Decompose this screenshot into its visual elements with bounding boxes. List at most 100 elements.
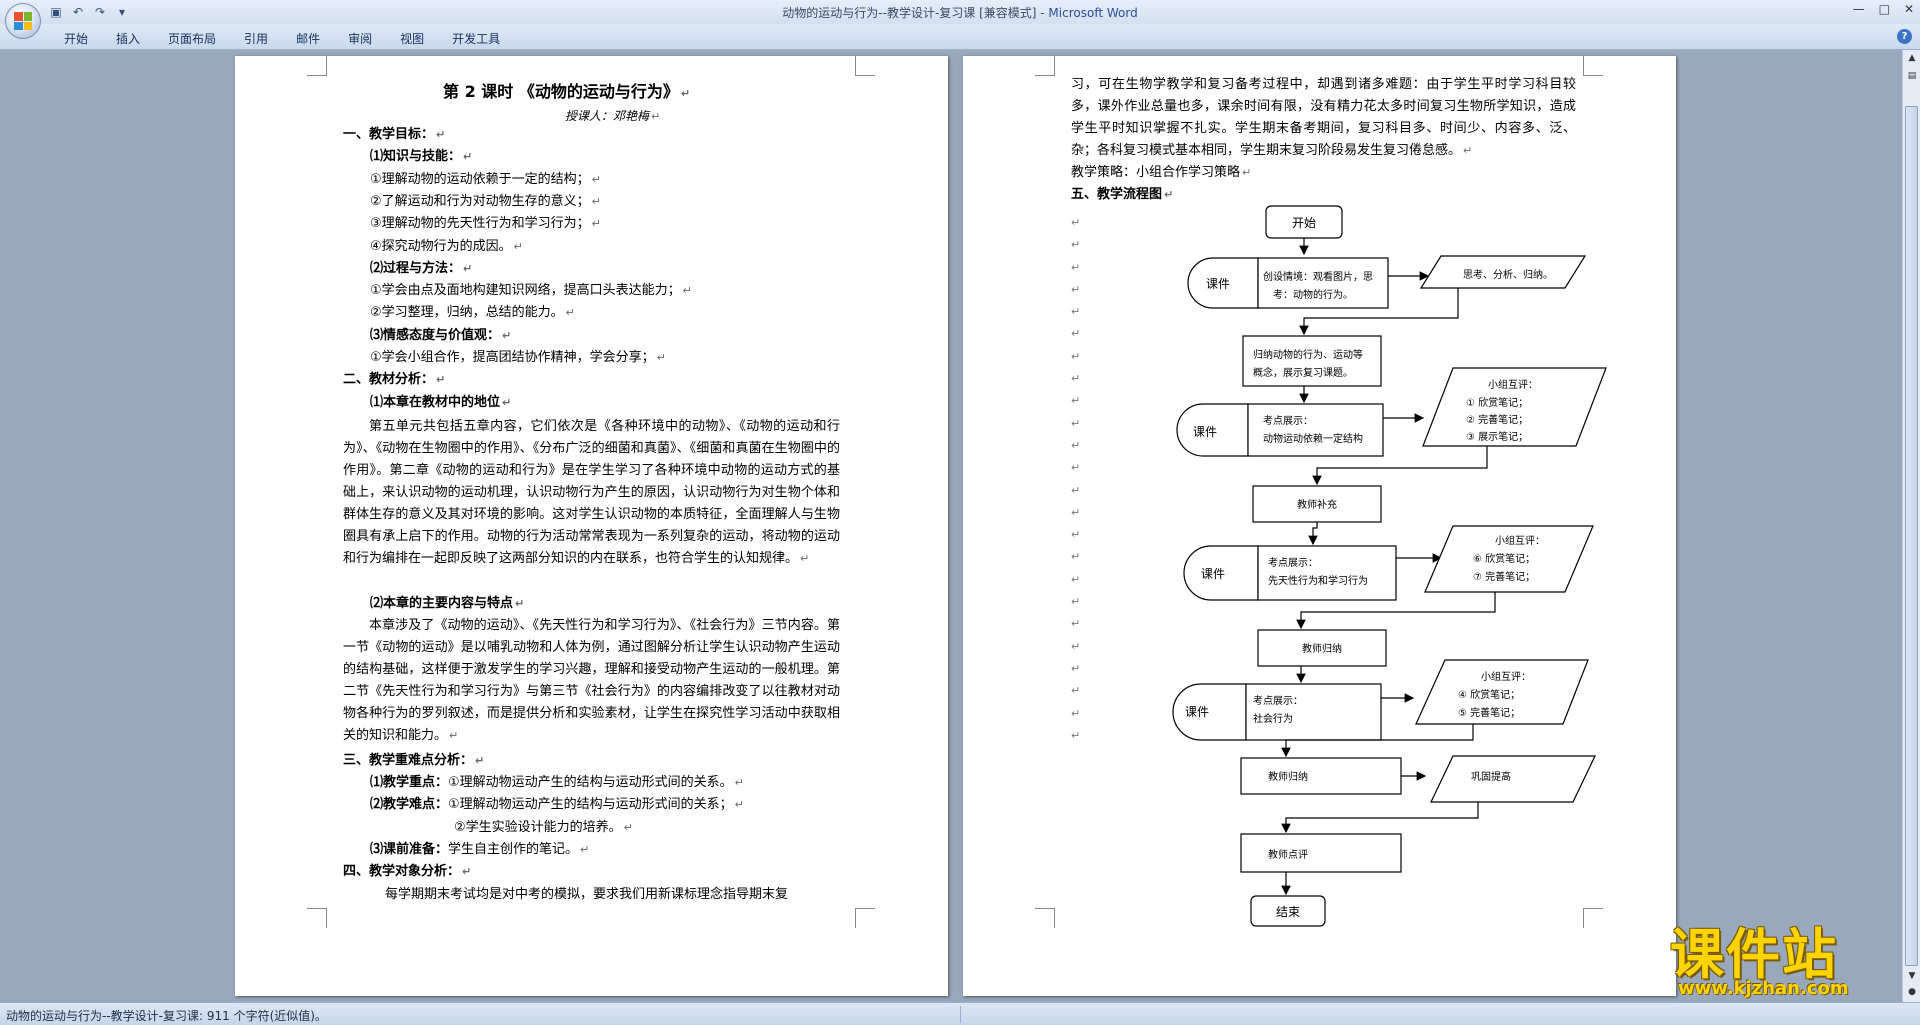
objective-line: ⑵过程与方法：↵ — [370, 260, 473, 276]
tab-home[interactable]: 开始 — [64, 32, 89, 46]
crop-mark — [855, 56, 875, 76]
maximize-button[interactable]: □ — [1878, 2, 1890, 16]
flow-kejian-2-text: 课件 — [1193, 425, 1217, 439]
document-title: 动物的运动与行为--教学设计-复习课 [兼容模式] - — [782, 6, 1049, 20]
vertical-scrollbar[interactable]: ▲ ▤ ▼ ● — [1902, 50, 1920, 1002]
office-logo-icon — [14, 12, 32, 30]
objective-line: ④探究动物行为的成因。↵ — [370, 238, 523, 254]
objective-line: ①学会由点及面地构建知识网络，提高口头表达能力；↵ — [370, 283, 692, 299]
scroll-up-icon[interactable]: ▲ — [1908, 53, 1916, 63]
flow-kejian-1-text: 课件 — [1206, 277, 1230, 291]
watermark-url: www.kjzhan.com — [1678, 978, 1849, 999]
redo-icon[interactable]: ↷ — [94, 5, 106, 19]
crop-mark — [307, 56, 327, 76]
flow-box-7 — [1245, 683, 1382, 741]
flow-box-1 — [1257, 257, 1389, 309]
window-controls: — □ ✕ — [1853, 2, 1914, 16]
ribbon-tabs: 开始 插入 页面布局 引用 邮件 审阅 视图 开发工具 — [50, 28, 514, 49]
tab-developer[interactable]: 开发工具 — [452, 32, 501, 46]
flow-box-4 — [1252, 485, 1382, 523]
flow-para-2-line-2: ① 欣赏笔记； — [1466, 396, 1528, 409]
difficulty-line: ⑵教学难点：①理解动物运动产生的结构与运动形式间的关系；↵ — [370, 797, 744, 812]
flow-kejian-1 — [1187, 257, 1259, 309]
flow-box-2 — [1242, 335, 1382, 387]
body-paragraph-continued: 习，可在生物学教学和复习备考过程中，却遇到诸多难题：由于学生平时学习科目较多，课… — [1071, 77, 1576, 158]
heading-key-points: 三、教学重难点分析：↵ — [343, 753, 485, 768]
flow-kejian-2 — [1176, 403, 1249, 457]
flow-box-3-line-1: 考点展示： — [1263, 415, 1313, 427]
prep-line: ⑶课前准备：学生自主创作的笔记。↵ — [370, 842, 590, 857]
undo-icon[interactable]: ↶ — [72, 5, 84, 19]
objective-line: 二、教材分析：↵ — [343, 372, 446, 388]
flow-para-1-text: 思考、分析、归纳。 — [1463, 268, 1553, 281]
title-bar: ▣ ↶ ↷ ▾ 动物的运动与行为--教学设计-复习课 [兼容模式] - Micr… — [0, 0, 1920, 24]
tab-review[interactable]: 审阅 — [348, 32, 373, 46]
crop-mark — [1583, 56, 1603, 76]
objective-line: ②学习整理，归纳，总结的能力。↵ — [370, 305, 575, 321]
teacher-line: 授课人：邓艳梅↵ — [565, 109, 661, 123]
tab-page-layout[interactable]: 页面布局 — [168, 32, 217, 46]
flow-box-2-line-2: 概念，展示复习课题。 — [1253, 366, 1353, 379]
tab-view[interactable]: 视图 — [400, 32, 425, 46]
crop-mark — [855, 908, 875, 928]
flow-kejian-3-text: 课件 — [1201, 567, 1225, 581]
tab-mailings[interactable]: 邮件 — [296, 32, 321, 46]
flow-para-1 — [1419, 255, 1587, 289]
crop-mark — [307, 908, 327, 928]
flow-box-9 — [1240, 833, 1402, 873]
flow-box-3-line-2: 动物运动依赖一定结构 — [1263, 432, 1363, 445]
site-watermark: 课件站 www.kjzhan.com — [1670, 925, 1910, 1000]
flow-para-3-line-1: 小组互评： — [1495, 534, 1545, 547]
teaching-flowchart: 开始 课件 创设情境：观看图片，思 考：动物的行为。 思考、分析、归纳。 归纳动… — [1172, 205, 1607, 927]
minimize-button[interactable]: — — [1852, 2, 1865, 16]
flow-box-7-line-1: 考点展示： — [1253, 695, 1303, 707]
watermark-logo-text: 课件站 — [1670, 923, 1838, 986]
flow-para-4-line-1: 小组互评： — [1481, 670, 1531, 683]
quick-access-toolbar: ▣ ↶ ↷ ▾ — [48, 4, 130, 20]
flow-para-4 — [1415, 659, 1589, 725]
body-paragraph-1: 第五单元共包括五章内容，它们依次是《各种环境中的动物》、《动物的运动和行为》、《… — [343, 419, 840, 566]
body-paragraph-3: 每学期期末考试均是对中考的模拟，要求我们用新课标理念指导期末复 — [385, 887, 789, 902]
flow-box-7-line-2: 社会行为 — [1253, 712, 1293, 725]
scroll-thumb[interactable] — [1905, 106, 1918, 966]
flow-para-2-line-4: ③ 展示笔记； — [1466, 430, 1528, 443]
flow-box-2-line-1: 归纳动物的行为、运动等 — [1253, 348, 1363, 361]
save-icon[interactable]: ▣ — [50, 5, 62, 19]
flow-para-3-line-3: ⑦ 完善笔记； — [1473, 570, 1535, 583]
flow-box-6-text: 教师归纳 — [1302, 642, 1342, 655]
flow-para-4-line-2: ④ 欣赏笔记； — [1458, 688, 1520, 701]
heading-flowchart: 五、教学流程图↵ — [1071, 187, 1174, 202]
page-2[interactable]: 习，可在生物学教学和复习备考过程中，却遇到诸多难题：由于学生平时学习科目较多，课… — [963, 56, 1676, 996]
status-divider — [960, 1006, 961, 1023]
document-area: 第 2 课时 《动物的运动与行为》↵ 授课人：邓艳梅↵ 第五单元共包括五章内容，… — [0, 50, 1900, 1002]
browse-object-icon[interactable]: ● — [1908, 987, 1916, 997]
flow-para-2-line-3: ② 完善笔记； — [1466, 413, 1528, 426]
flow-box-4-text: 教师补充 — [1297, 498, 1337, 511]
flow-box-5 — [1257, 545, 1397, 601]
window-title: 动物的运动与行为--教学设计-复习课 [兼容模式] - Microsoft Wo… — [0, 4, 1920, 21]
objective-line: ③理解动物的先天性行为和学习行为；↵ — [370, 216, 601, 232]
tab-references[interactable]: 引用 — [244, 32, 269, 46]
flow-para-5 — [1430, 755, 1596, 803]
flow-box-5-line-1: 考点展示： — [1268, 557, 1318, 569]
ruler-toggle-icon[interactable]: ▤ — [1907, 71, 1917, 81]
objective-line: ①学会小组合作，提高团结协作精神，学会分享；↵ — [370, 350, 666, 365]
status-word-count[interactable]: 动物的运动与行为--教学设计-复习课: 911 个字符(近似值)。 — [6, 1009, 327, 1023]
help-icon[interactable]: ? — [1897, 29, 1912, 44]
page-1[interactable]: 第 2 课时 《动物的运动与行为》↵ 授课人：邓艳梅↵ 第五单元共包括五章内容，… — [235, 56, 948, 996]
flow-end-box — [1250, 895, 1326, 927]
chevron-down-icon[interactable]: ▾ — [118, 5, 126, 19]
office-button[interactable] — [5, 3, 41, 39]
heading-main-content: ⑵本章的主要内容与特点↵ — [370, 596, 525, 611]
scroll-down-icon[interactable]: ▼ — [1908, 971, 1916, 981]
page-title: 第 2 课时 《动物的运动与行为》↵ — [443, 82, 691, 101]
objective-line: ⑶情感态度与价值观：↵ — [370, 327, 512, 343]
flow-end-text: 结束 — [1276, 905, 1300, 919]
flow-box-6 — [1257, 629, 1387, 667]
app-name: Microsoft Word — [1048, 6, 1138, 20]
tab-insert[interactable]: 插入 — [116, 32, 141, 46]
flow-box-1-line-1: 创设情境：观看图片，思 — [1263, 270, 1373, 283]
flow-start-text: 开始 — [1292, 216, 1316, 230]
close-button[interactable]: ✕ — [1903, 2, 1914, 16]
flow-box-3 — [1247, 403, 1384, 457]
